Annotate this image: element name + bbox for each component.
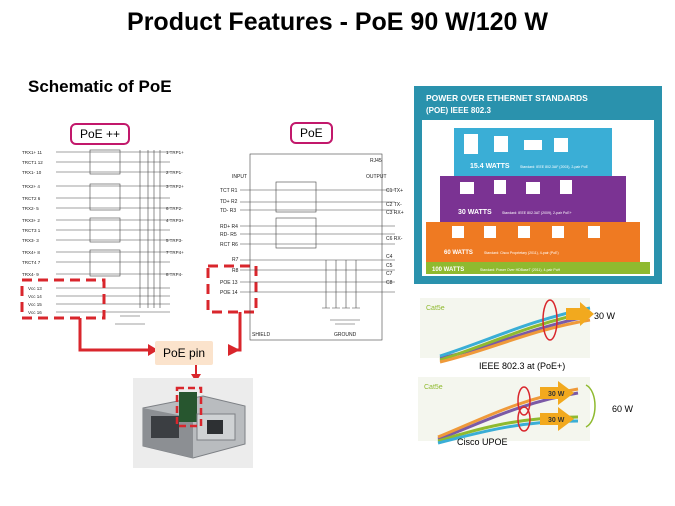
pin-label: 7 TRP4+: [166, 250, 184, 255]
tier-desc: Standard: Cisco Proprietary (2011), 4-pa…: [484, 251, 559, 255]
tier-watts: 100 WATTS: [432, 267, 464, 273]
tier-watts: 15.4 WATTS: [470, 163, 510, 170]
pin-label: POE 13: [220, 280, 238, 286]
pin-label: TRCT3 1: [22, 228, 41, 233]
pin-label: 2 TRP1-: [166, 170, 183, 175]
pin-label: TRCT4 7: [22, 260, 41, 265]
shield-label: SHIELD: [252, 332, 270, 338]
pin-label: 8 TRP4-: [166, 272, 183, 277]
pin-label: R7: [232, 257, 239, 263]
pin-label: RD- R5: [220, 232, 237, 238]
pin-label: RCT R6: [220, 242, 238, 248]
tier-desc: Standard: IEEE 802.3AF (2003), 2-pair Po…: [520, 165, 589, 169]
pin-label: TCT R1: [220, 188, 238, 194]
poster-heading: POWER OVER ETHERNET STANDARDS: [426, 93, 588, 103]
upoe-cable-diagram: Cat5e 30 W 30 W: [418, 377, 608, 447]
vcc-pin-label: Vcc 15: [28, 302, 42, 307]
cat5e-label: Cat5e: [426, 305, 445, 312]
ground-label: GROUND: [334, 332, 357, 338]
vcc-pin-label: Vcc 16: [28, 310, 42, 315]
tier-watts: 30 WATTS: [458, 209, 492, 216]
vcc-pin-label: Vcc 14: [28, 294, 42, 299]
poe-callout: PoE: [290, 122, 333, 144]
pin-label: C4: [386, 254, 393, 260]
pin-label: TRX1- 10: [22, 170, 42, 175]
pin-label: TRX4+ 8: [22, 250, 40, 255]
pin-label: C3 RX+: [386, 210, 404, 216]
pin-label: TRX1+ 11: [22, 150, 43, 155]
output-label: OUTPUT: [366, 174, 387, 180]
input-label: INPUT: [232, 174, 247, 180]
rj45-connector-photo: [133, 378, 253, 468]
slide-title: Product Features - PoE 90 W/120 W: [127, 8, 548, 36]
pin-label: 4 TRP3+: [166, 218, 184, 223]
power-label-a: 30 W: [548, 391, 565, 398]
poe-standards-poster: POWER OVER ETHERNET STANDARDS (POE) IEEE…: [414, 86, 662, 284]
pin-label: C6 RX-: [386, 236, 403, 242]
pin-label: TRX2- 5: [22, 206, 39, 211]
power-label: 30 W: [594, 311, 616, 321]
pin-label: C2 TX-: [386, 202, 402, 208]
pin-label: TRX4- 9: [22, 272, 39, 277]
poster-subheading: (POE) IEEE 802.3: [426, 106, 491, 115]
pin-label: 6 TRP2-: [166, 206, 183, 211]
pin-label: TD+ R2: [220, 199, 238, 205]
poe-plus-plus-callout: PoE ++: [70, 123, 131, 145]
pin-label: C1 TX+: [386, 188, 403, 194]
pin-label: RD+ R4: [220, 224, 238, 230]
pin-label: 1 TRP1+: [166, 150, 184, 155]
pin-label: TRX3- 3: [22, 238, 39, 243]
pin-label: R8: [232, 268, 239, 274]
section-heading: Schematic of PoE: [28, 77, 172, 96]
pin-label: 3 TRP2+: [166, 184, 184, 189]
poe-plus-plus-schematic: TRX1+ 11 TRCT1 12 TRX1- 10 TRX2+ 4 TRCT2…: [20, 148, 190, 333]
tier-desc: Standard: Power Over HDBaseT (2011), 4-p…: [480, 268, 561, 272]
cable-caption: IEEE 802.3 at (PoE+): [479, 361, 566, 371]
poe-plus-cable-diagram: Cat5e: [420, 298, 650, 370]
pin-label: TRCT1 12: [22, 160, 43, 165]
pin-label: TD- R3: [220, 208, 236, 214]
pin-label: C7: [386, 271, 393, 277]
pin-label: POE 14: [220, 290, 238, 296]
total-power-label: 60 W: [612, 404, 634, 414]
tier-desc: Standard: IEEE 802.3AT (2009), 2-pair Po…: [502, 211, 572, 215]
pin-label: C5: [386, 263, 393, 269]
pin-label: TRX3+ 2: [22, 218, 40, 223]
tier-watts: 60 WATTS: [444, 250, 473, 256]
cable-caption: Cisco UPOE: [457, 437, 508, 447]
pin-label: 5 TRP3-: [166, 238, 183, 243]
power-label-b: 30 W: [548, 417, 565, 424]
rj45-label: RJ45: [370, 158, 382, 164]
vcc-pin-label: Vcc 13: [28, 286, 42, 291]
cat5e-label: Cat5e: [424, 384, 443, 391]
pin-label: C8: [386, 280, 393, 286]
pin-label: TRCT2 6: [22, 196, 41, 201]
poe-pin-callout: PoE pin: [155, 341, 214, 365]
pin-label: TRX2+ 4: [22, 184, 40, 189]
poe-schematic: INPUT OUTPUT RJ45 TCT R1 TD+ R2 TD- R3 R…: [220, 148, 415, 348]
